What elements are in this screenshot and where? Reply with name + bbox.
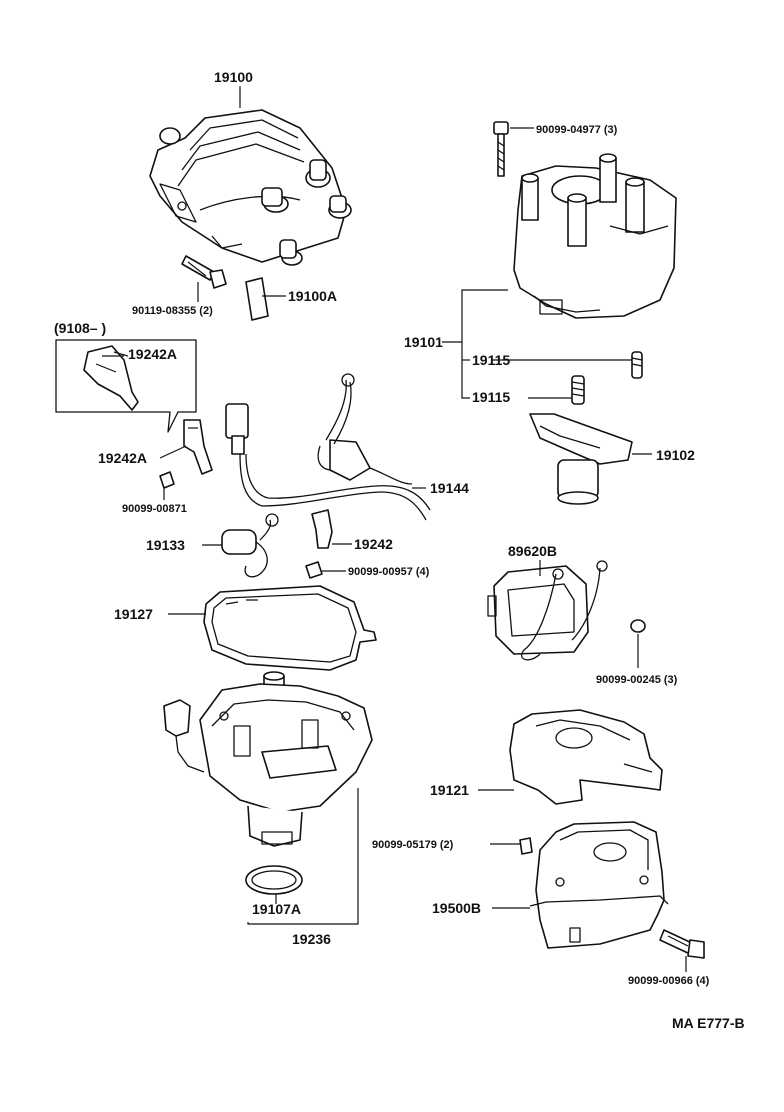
- label-19101: 19101: [404, 334, 443, 350]
- label-90119-08355: 90119-08355 (2): [132, 305, 213, 317]
- label-90099-05179: 90099-05179 (2): [372, 839, 454, 851]
- label-19242A-top: 19242A: [128, 346, 177, 362]
- spring-19115-a: [631, 351, 643, 379]
- label-90099-00957: 90099-00957 (4): [348, 566, 430, 578]
- diagram-code: MA E777-B: [672, 1015, 745, 1031]
- label-90099-00245: 90099-00245 (3): [596, 674, 678, 686]
- screw-90099-00245: [630, 619, 646, 633]
- label-19133: 19133: [146, 537, 185, 553]
- inset-19242A: [55, 339, 197, 433]
- housing-19236: [163, 671, 373, 847]
- label-19100A: 19100A: [288, 288, 337, 304]
- bolt-90119-08355: [181, 255, 227, 289]
- screw-90099-00957: [305, 561, 323, 579]
- label-19100: 19100: [214, 69, 253, 85]
- distributor-assembly: [149, 109, 352, 266]
- label-19127: 19127: [114, 606, 153, 622]
- label-19242: 19242: [354, 536, 393, 552]
- label-19115-b: 19115: [472, 389, 510, 405]
- screw-90099-04977: [493, 121, 509, 177]
- cover-19121: [509, 709, 663, 805]
- screw-90099-05179: [519, 837, 533, 855]
- screw-90099-00871: [159, 471, 175, 489]
- label-90099-04977: 90099-04977 (3): [536, 124, 618, 136]
- rotor-19102: [529, 413, 633, 505]
- label-19500B: 19500B: [432, 900, 481, 916]
- clip-19242A: [183, 419, 213, 475]
- label-90099-00871: 90099-00871: [122, 503, 187, 515]
- plate-19100A: [245, 277, 269, 321]
- label-90099-00966: 90099-00966 (4): [628, 975, 710, 987]
- bolt-90099-00966: [659, 929, 705, 959]
- label-19115-a: 19115: [472, 352, 510, 368]
- label-19102: 19102: [656, 447, 695, 463]
- housing-19500B: [529, 821, 669, 949]
- label-89620B: 89620B: [508, 543, 557, 559]
- oring-19107A: [245, 865, 303, 895]
- capacitor-19133: [221, 513, 279, 578]
- igniter-89620B: [487, 560, 608, 661]
- distributor-cap-19101: [513, 153, 677, 319]
- label-19236: 19236: [292, 931, 331, 947]
- label-19107A: 19107A: [252, 901, 301, 917]
- wire-harness-19144: [225, 373, 431, 521]
- label-19121: 19121: [430, 782, 469, 798]
- label-19242A: 19242A: [98, 450, 147, 466]
- label-19144: 19144: [430, 480, 469, 496]
- spring-19115-b: [571, 375, 585, 405]
- clip-19242: [311, 509, 333, 549]
- label-9108: (9108– ): [54, 320, 106, 336]
- gasket-19127: [203, 585, 377, 671]
